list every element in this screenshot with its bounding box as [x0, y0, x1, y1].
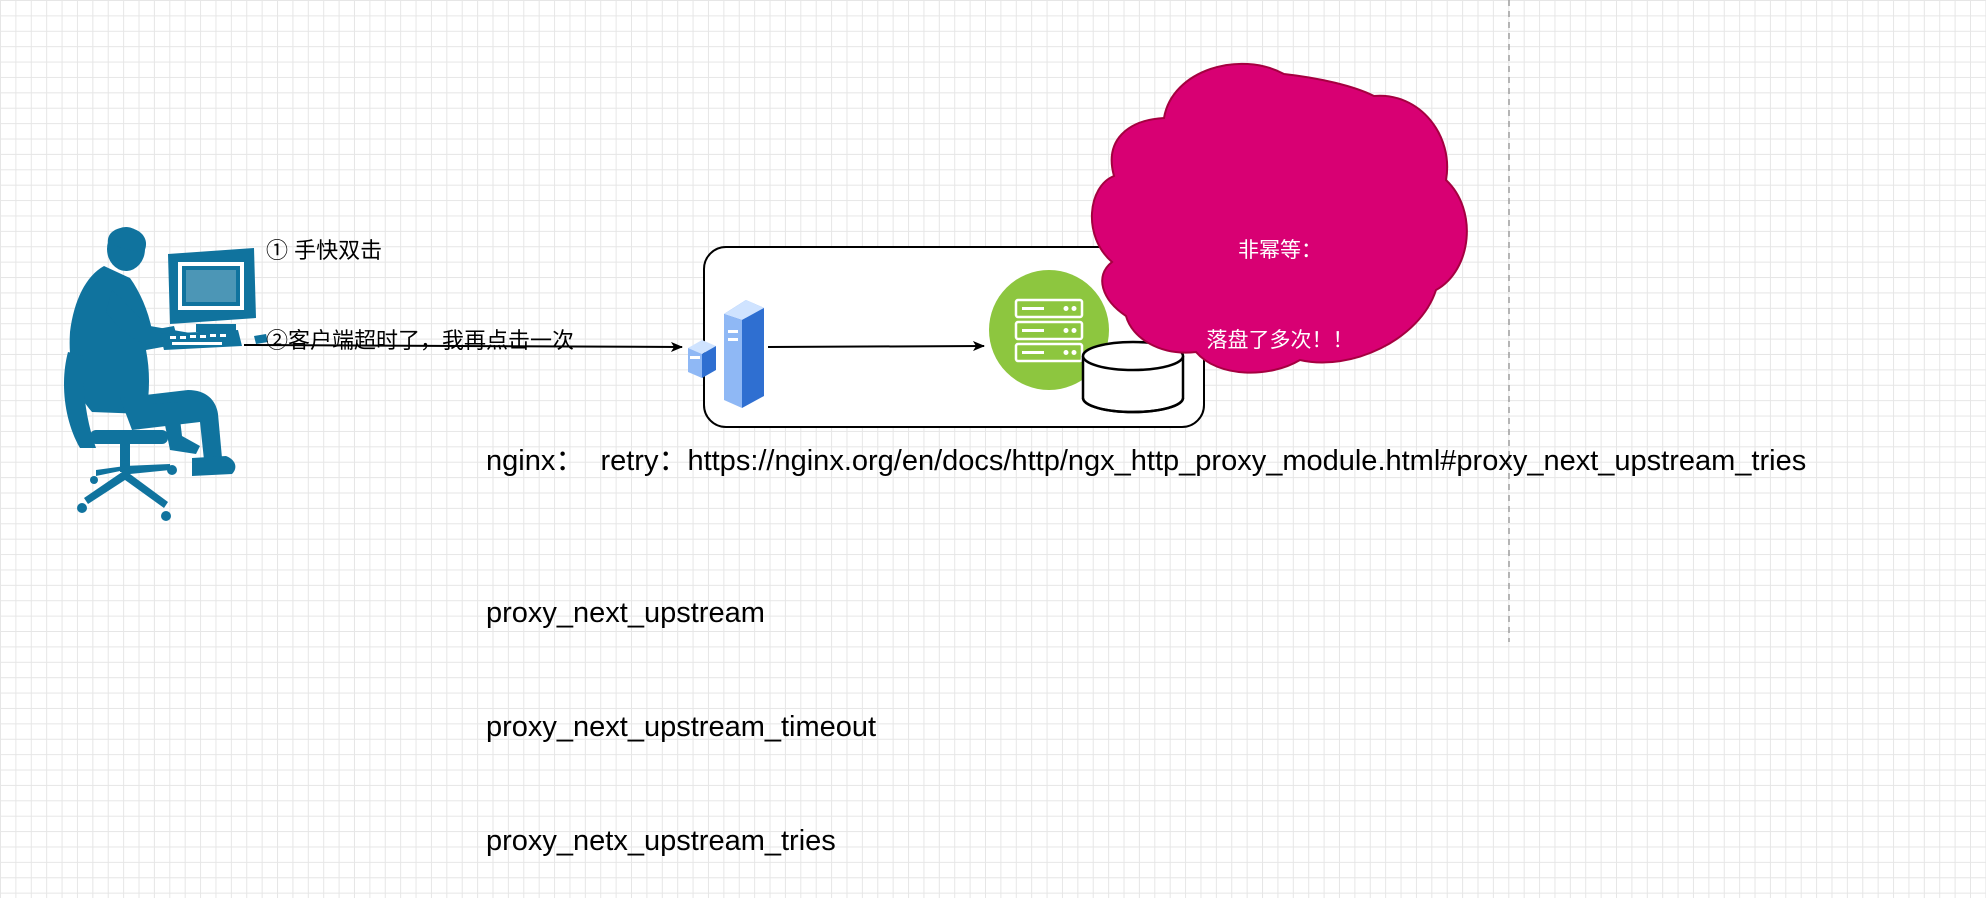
cloud-shape	[1090, 62, 1468, 374]
directive-item: proxy_next_upstream	[486, 597, 765, 629]
database-icon	[1081, 340, 1185, 414]
directive-item: proxy_netx_upstream_tries	[486, 825, 836, 857]
click-annotation: ① 手快双击 ②客户端超时了，我再点击一次	[266, 176, 574, 386]
nginx-retry-note: nginx： retry：https://nginx.org/en/docs/h…	[486, 445, 1807, 477]
proxy-directives-list: proxy_next_upstream proxy_next_upstream_…	[486, 518, 876, 898]
directive-item: proxy_next_upstream_timeout	[486, 711, 877, 743]
server-icon	[989, 270, 1109, 390]
cloud-label-line-2: 落盘了多次！！	[1206, 329, 1354, 352]
cloud-label-line-1: 非幂等：	[1238, 239, 1322, 262]
cloud-label: 非幂等： 落盘了多次！！	[1170, 176, 1390, 386]
arrow-user-to-proxy	[243, 341, 683, 352]
diagram-canvas	[64, 0, 1510, 642]
user-at-computer-icon	[64, 227, 268, 521]
arrow-proxy-to-server	[767, 341, 985, 352]
annotation-line-2: ②客户端超时了，我再点击一次	[266, 328, 575, 353]
annotation-line-1: ① 手快双击	[266, 238, 383, 263]
proxy-server-icon	[688, 300, 764, 408]
